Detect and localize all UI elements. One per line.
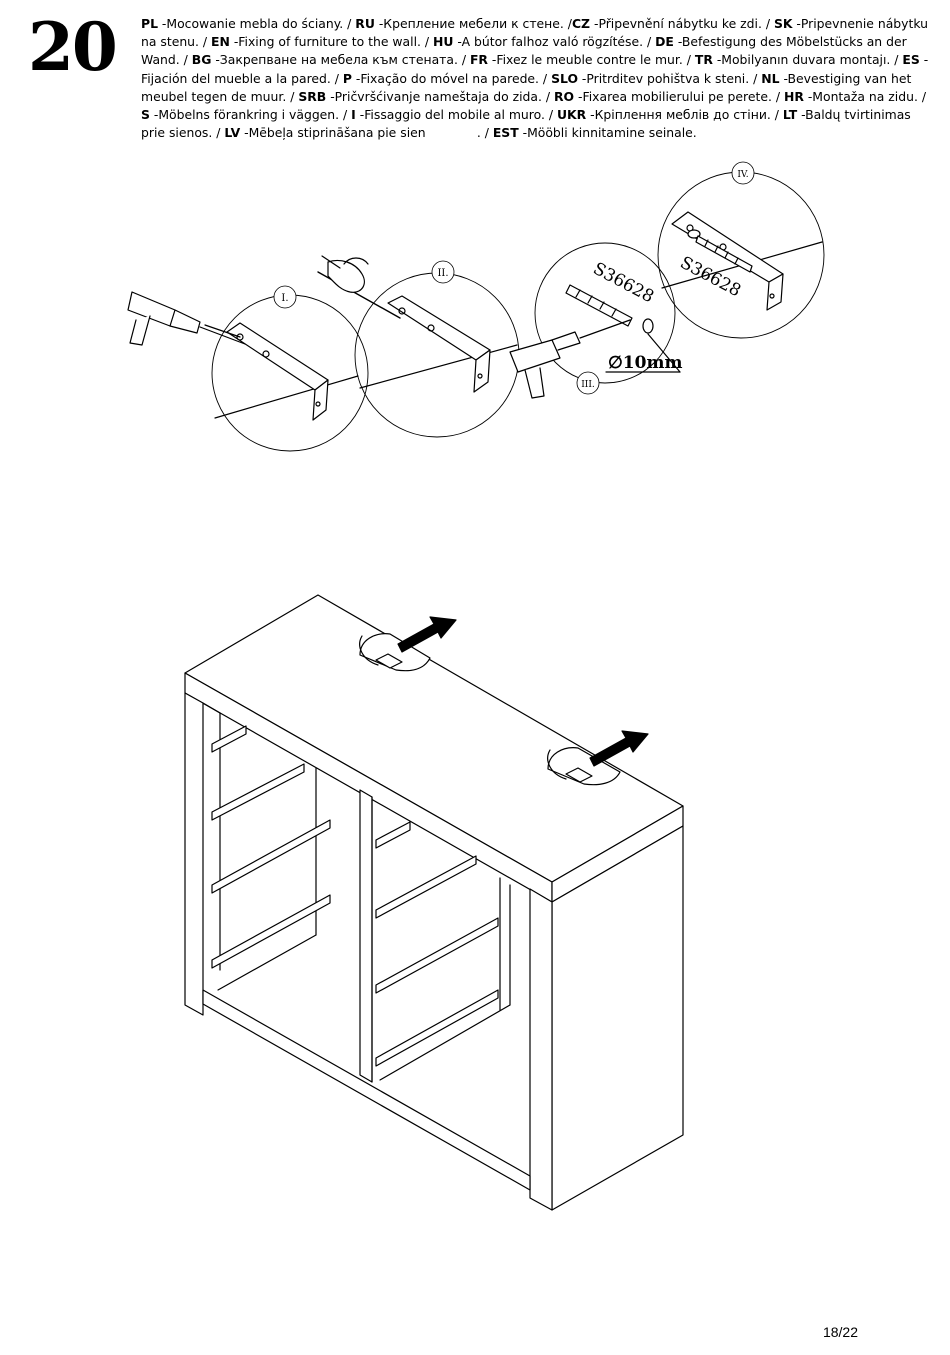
wall-plug-icon [565,284,633,327]
instruction-text: -Fixez le meuble contre le mur. / [487,52,695,68]
language-code: EN [211,34,230,50]
language-code: CZ [571,16,591,31]
instruction-text: -Befestigung des Möbelstücks an der Wand… [141,34,911,68]
hand-pencil-icon [317,255,401,319]
screw-icon [687,229,753,273]
instruction-text: -A bútor falhoz való rögzítése. / [453,34,656,50]
page-number: 18/22 [822,1324,858,1340]
language-code: SLO [551,70,578,86]
instruction-text: -Крепление мебели к стене. / [374,16,572,31]
instruction-text: -Pripevnenie nábytku na stenu. / [141,16,932,50]
instruction-text: -Кріплення меблів до стіни. / [586,107,783,123]
drill-icon [509,319,631,399]
step-label-1: I. [281,293,288,304]
language-code: LT [782,107,798,123]
instruction-text: -Fixação do móvel na parede. / [351,70,552,86]
cabinet-drawing [184,594,684,1211]
language-code: FR [469,52,488,68]
instruction-text: -Möbelns förankring i väggen. / [149,107,352,123]
language-code: DE [655,34,674,50]
language-code: BG [191,52,212,68]
language-code: SRB [298,88,327,104]
instruction-text: -Připevnění nábytku ke zdi. / [590,16,774,31]
instruction-text: -Fixing of furniture to the wall. / [229,34,434,50]
language-code: S [141,107,150,123]
language-code: NL [761,70,780,86]
instruction-text: -Bevestiging van het meubel tegen de muu… [141,70,916,104]
language-code: ES [902,52,920,68]
part-code-label: S36628 [590,259,657,308]
detail-step-3: III. S36628 ∅10mm [509,242,682,399]
drawer-runners-right [375,821,499,1067]
language-code: LV [224,125,241,141]
instruction-text: -Fijación del mueble a la pared. / [141,52,929,86]
instruction-text: -Закрепване на мебела към стената. / [211,52,470,68]
instruction-text: -Pričvršćivanje nameštaja do zida. / [326,88,554,104]
drill-icon [127,291,246,346]
multilingual-instructions: PL -Mocowanie mebla do ściany. / RU -Кре… [141,15,931,142]
language-code: PL [141,16,158,31]
language-code: P [342,70,352,86]
instruction-text: -Mobilyanın duvara montajı. / [712,52,903,68]
language-code: HU [433,34,454,50]
instruction-text: -Mocowanie mebla do ściany. / [157,16,356,31]
language-code: RO [553,88,575,104]
language-code: I [351,107,356,123]
drill-diameter-label: ∅10mm [608,353,682,373]
language-code: SK [773,16,793,31]
instruction-text: -Fissaggio del mobile al muro. / [355,107,557,123]
instruction-text: -Mēbeļa stiprināšana pie sien . / [240,125,493,141]
detail-step-2: II. [317,255,520,438]
step-label-2: II. [437,268,448,279]
detail-step-1: I. [127,285,369,452]
instruction-text: -Mööbli kinnitamine seinale. [518,125,697,141]
language-code: UKR [556,107,587,123]
language-code: EST [492,125,519,141]
language-code: HR [783,88,804,104]
instruction-text: -Pritrditev pohištva k steni. / [577,70,762,86]
arrow-icon [397,616,457,653]
detail-step-4: IV. S36628 [657,161,825,339]
step-label-3: III. [581,380,595,390]
instruction-text: -Fixarea mobilierului pe perete. / [574,88,784,104]
step-number: 20 [28,8,118,86]
language-code: TR [694,52,713,68]
arrow-icon [589,730,649,767]
step-label-4: IV. [737,170,748,180]
language-code: RU [355,16,375,31]
instruction-text: -Montaža na zidu. / [803,88,930,104]
drawer-runners-left [211,725,331,969]
instruction-text: -Baldų tvirtinimas prie sienos. / [141,107,915,141]
